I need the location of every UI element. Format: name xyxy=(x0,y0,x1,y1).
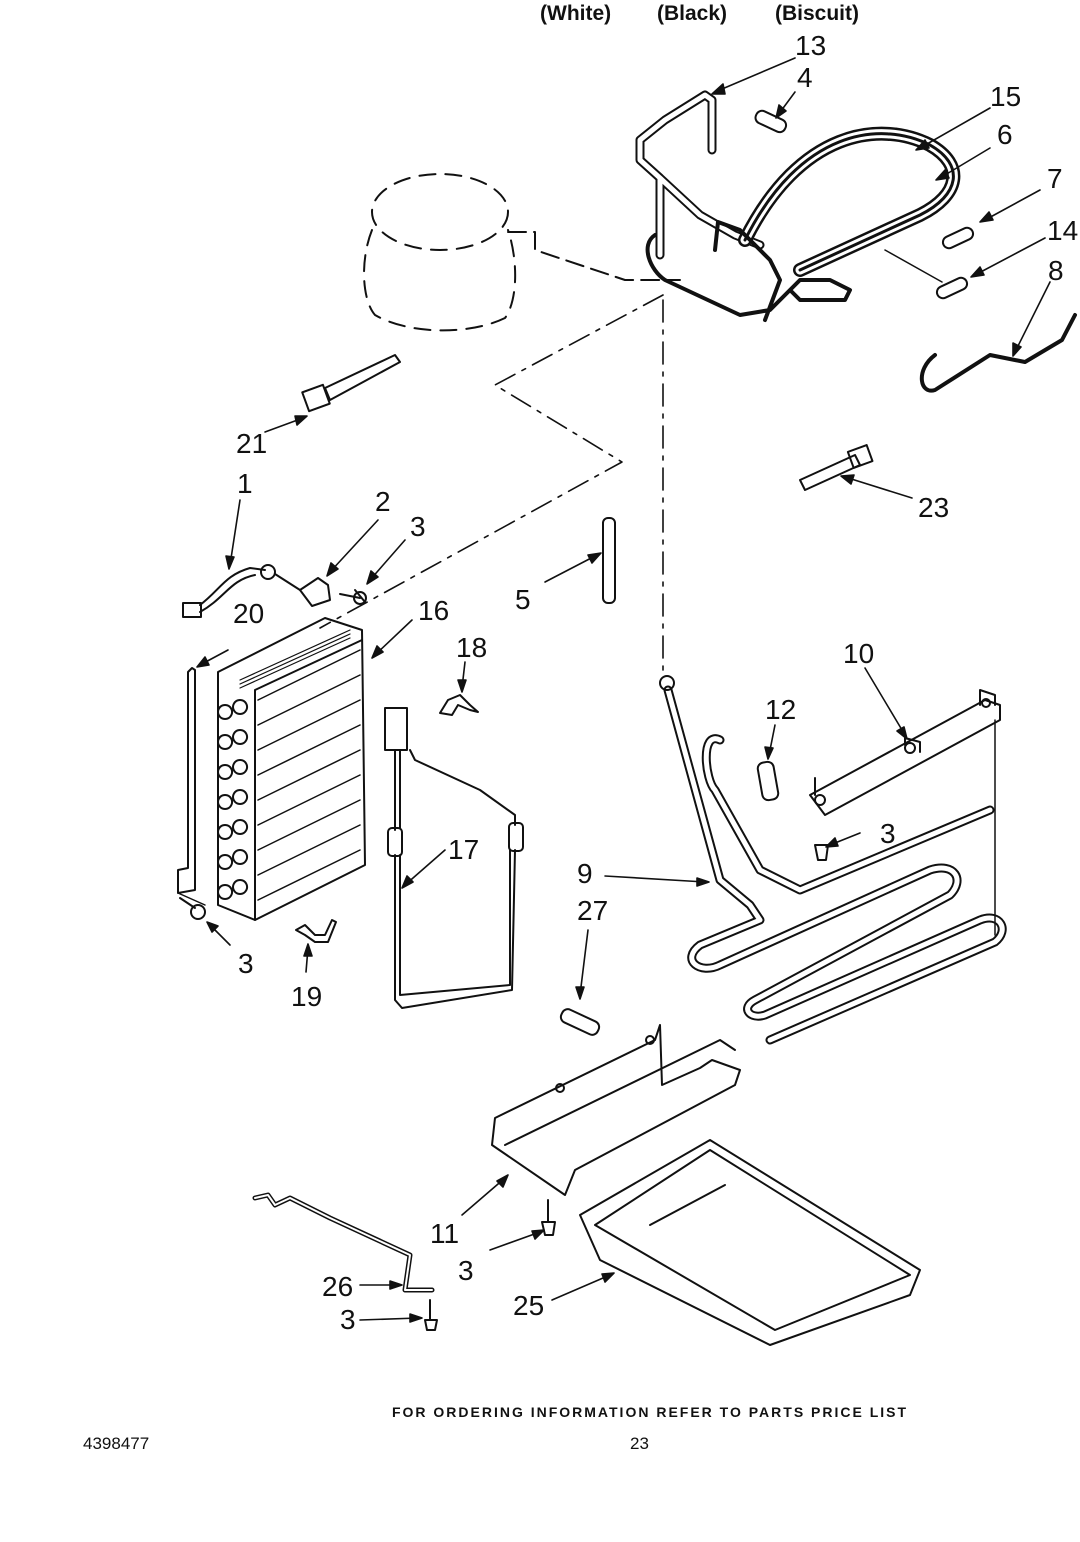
callout-5: 5 xyxy=(515,584,531,615)
part-19-clip xyxy=(295,919,337,943)
callout-4: 4 xyxy=(797,62,813,93)
callout-3-right: 3 xyxy=(880,818,896,849)
part-23-cable-tie xyxy=(799,444,874,491)
part-7-ferrule xyxy=(941,226,975,250)
callout-12: 12 xyxy=(765,694,797,725)
compressor-outline xyxy=(363,173,517,332)
part-16-evaporator xyxy=(217,617,366,921)
page-number: 23 xyxy=(630,1434,649,1453)
callout-25: 25 xyxy=(513,1290,545,1321)
compressor-line xyxy=(507,231,681,281)
part-11-tray xyxy=(491,1024,741,1196)
callout-15: 15 xyxy=(990,81,1022,112)
part-17-heater xyxy=(384,707,524,1009)
callout-3-tray: 3 xyxy=(458,1255,474,1286)
part-12-cylinder xyxy=(756,760,780,802)
part-3-screw-left xyxy=(179,897,206,920)
callout-19: 19 xyxy=(291,981,323,1012)
callout-20: 20 xyxy=(233,598,265,629)
document-number: 4398477 xyxy=(83,1434,150,1453)
part-5-tube xyxy=(602,517,616,604)
part-9-heater-coils xyxy=(659,675,1007,1045)
callout-16: 16 xyxy=(418,595,450,626)
part-4-ferrule xyxy=(754,109,788,134)
callout-23: 23 xyxy=(918,492,950,523)
part-21-cable-tie xyxy=(301,354,401,413)
part-10-bracket xyxy=(809,689,1001,816)
callout-3: 3 xyxy=(410,511,426,542)
callout-14: 14 xyxy=(1047,215,1079,246)
part-3-screw-bottom xyxy=(424,1299,438,1331)
callout-18: 18 xyxy=(456,632,488,663)
callout-8: 8 xyxy=(1048,255,1064,286)
callout-3-left: 3 xyxy=(238,948,254,979)
color-variant-biscuit: (Biscuit) xyxy=(775,2,859,25)
callout-13: 13 xyxy=(795,30,827,61)
part-14-ferrule xyxy=(935,276,969,300)
callout-26: 26 xyxy=(322,1271,354,1302)
part-15-loop xyxy=(738,126,961,277)
callout-2: 2 xyxy=(375,486,391,517)
callout-27: 27 xyxy=(577,895,609,926)
part-25-drain-pan xyxy=(579,1139,921,1346)
callout-6: 6 xyxy=(997,119,1013,150)
part-27-sleeve xyxy=(559,1008,601,1036)
part-20-bracket xyxy=(177,667,196,894)
callout-1: 1 xyxy=(237,468,253,499)
callout-21: 21 xyxy=(236,428,268,459)
part-1-harness xyxy=(182,564,301,618)
callout-17: 17 xyxy=(448,834,480,865)
part-3-screw-top xyxy=(339,589,367,605)
leader-arrows xyxy=(196,57,1051,1323)
color-variant-black: (Black) xyxy=(657,2,728,25)
callout-7: 7 xyxy=(1047,163,1063,194)
part-2-bracket xyxy=(299,577,331,607)
callout-9: 9 xyxy=(577,858,593,889)
callout-3-bottom: 3 xyxy=(340,1304,356,1335)
color-variant-white: (White) xyxy=(540,2,612,25)
callout-10: 10 xyxy=(843,638,875,669)
part-3-screw-right xyxy=(814,844,829,861)
wire-harness xyxy=(645,220,852,322)
part-8-wire xyxy=(919,313,1077,393)
part-18-clip xyxy=(439,694,479,716)
callout-11: 11 xyxy=(430,1218,460,1249)
assembly-lines xyxy=(319,294,664,673)
ordering-note: FOR ORDERING INFORMATION REFER TO PARTS … xyxy=(391,1404,909,1420)
